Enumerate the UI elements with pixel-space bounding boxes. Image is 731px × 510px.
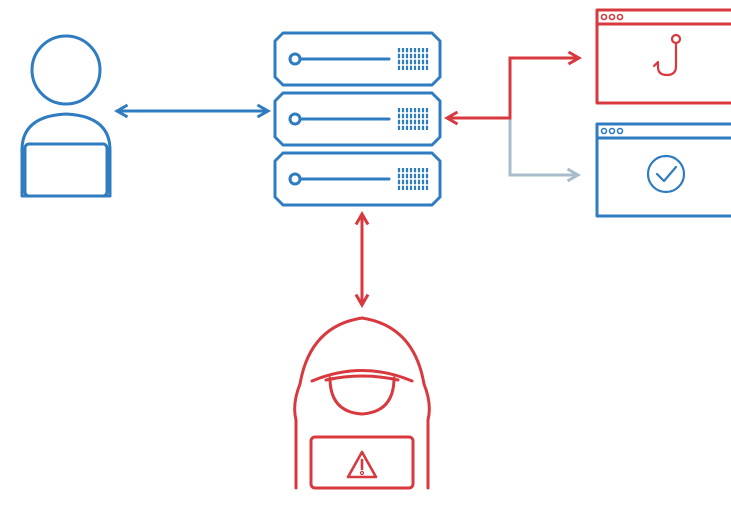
phishing-window-frame (595, 8, 731, 105)
browser-window-fish-hook-icon (595, 8, 731, 105)
fish-hook-icon (652, 33, 682, 77)
hacker-eye-shadow (324, 374, 400, 382)
legit-window-dots (600, 127, 624, 135)
warning-triangle-icon (346, 450, 378, 479)
hacker-hood-brim (310, 369, 414, 383)
user-laptop (23, 142, 109, 198)
hacker-face (328, 376, 396, 416)
server-unit-3 (273, 151, 442, 207)
phishing-window-dots (600, 13, 624, 21)
browser-window-check-icon (595, 122, 731, 218)
user-torso (20, 112, 112, 198)
hacker-hood (293, 316, 431, 490)
user-head (30, 34, 102, 106)
user-laptop-icon (20, 34, 112, 198)
server-unit-2 (273, 91, 442, 147)
server-phishing-site-connection (443, 50, 583, 126)
check-circle-icon (646, 154, 686, 194)
server-rack-icon (273, 31, 442, 207)
hooded-hacker-icon (293, 316, 431, 490)
server-unit-1 (273, 31, 442, 87)
server-legit-site-connection (508, 118, 582, 183)
legit-window-frame (595, 122, 731, 218)
